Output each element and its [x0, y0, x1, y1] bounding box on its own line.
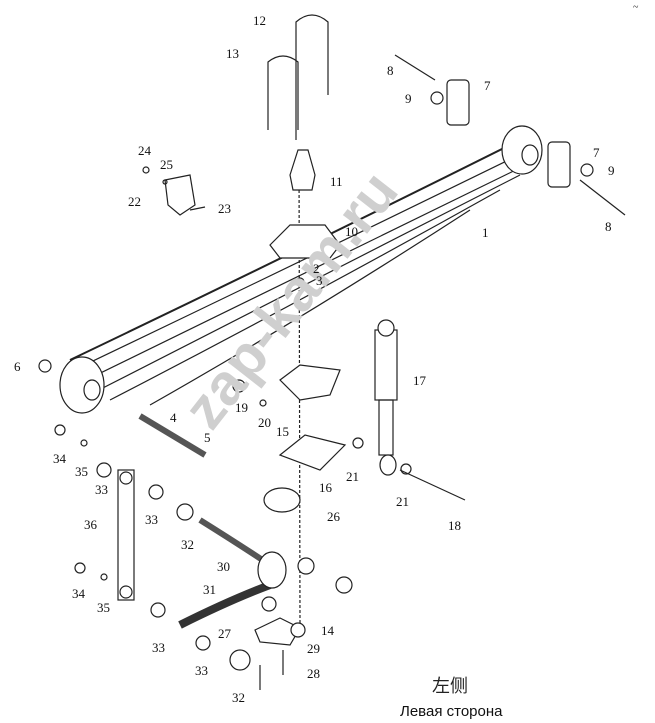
part-label-9b: 9	[608, 163, 615, 178]
fasteners	[38, 91, 594, 690]
bracket	[164, 174, 196, 216]
part-label-33c: 33	[152, 640, 165, 655]
part-label-21: 21	[346, 469, 359, 484]
part-label-24: 24	[138, 143, 151, 158]
part-label-34b: 34	[72, 586, 85, 601]
spring-pad	[269, 224, 341, 259]
axle-bracket	[279, 364, 341, 401]
part-label-30: 30	[217, 559, 230, 574]
shock-absorber	[374, 319, 466, 501]
part-label-34: 34	[53, 451, 66, 466]
part-label-25: 25	[160, 157, 173, 172]
corner-mark: ~	[633, 2, 639, 13]
part-label-11: 11	[330, 174, 343, 189]
part-label-16: 16	[319, 480, 332, 495]
bump-stop	[289, 149, 316, 191]
part-label-26: 26	[327, 509, 340, 524]
part-label-35b: 35	[97, 600, 110, 615]
part-label-21b: 21	[396, 494, 409, 509]
u-bolts	[267, 14, 329, 140]
stabilizer-links	[117, 469, 135, 601]
part-label-23: 23	[218, 201, 231, 216]
part-label-14: 14	[321, 623, 334, 638]
part-label-33d: 33	[195, 663, 208, 678]
part-label-8: 8	[387, 63, 394, 78]
part-label-27: 27	[218, 626, 231, 641]
part-label-22: 22	[128, 194, 141, 209]
part-label-5: 5	[204, 430, 211, 445]
part-label-9: 9	[405, 91, 412, 106]
part-label-31: 31	[203, 582, 216, 597]
part-label-4: 4	[170, 410, 177, 425]
part-label-8b: 8	[605, 219, 612, 234]
side-caption-russian: Левая сторона	[400, 703, 503, 720]
part-label-19: 19	[235, 400, 248, 415]
part-label-12: 12	[253, 13, 266, 28]
side-caption-chinese: 左侧	[432, 676, 468, 697]
part-label-7b: 7	[593, 145, 600, 160]
part-label-17: 17	[413, 373, 426, 388]
part-label-3: 3	[316, 273, 323, 288]
part-label-15: 15	[276, 424, 289, 439]
part-label-36: 36	[84, 517, 97, 532]
part-label-32: 32	[181, 537, 194, 552]
part-label-13: 13	[226, 46, 239, 61]
part-label-1: 1	[482, 225, 489, 240]
part-label-18: 18	[448, 518, 461, 533]
leaf-spring	[59, 125, 543, 414]
part-label-33: 33	[95, 482, 108, 497]
part-label-32b: 32	[232, 690, 245, 705]
part-label-6: 6	[14, 359, 21, 374]
part-label-28: 28	[307, 666, 320, 681]
stabilizer-bar	[178, 487, 301, 646]
part-label-20: 20	[258, 415, 271, 430]
part-label-2: 2	[313, 261, 320, 276]
part-label-29: 29	[307, 641, 320, 656]
pad-plate	[278, 434, 347, 471]
part-label-10: 10	[345, 224, 358, 239]
part-label-35: 35	[75, 464, 88, 479]
shackle-plates	[394, 54, 626, 216]
part-label-7: 7	[484, 78, 491, 93]
part-label-33b: 33	[145, 512, 158, 527]
